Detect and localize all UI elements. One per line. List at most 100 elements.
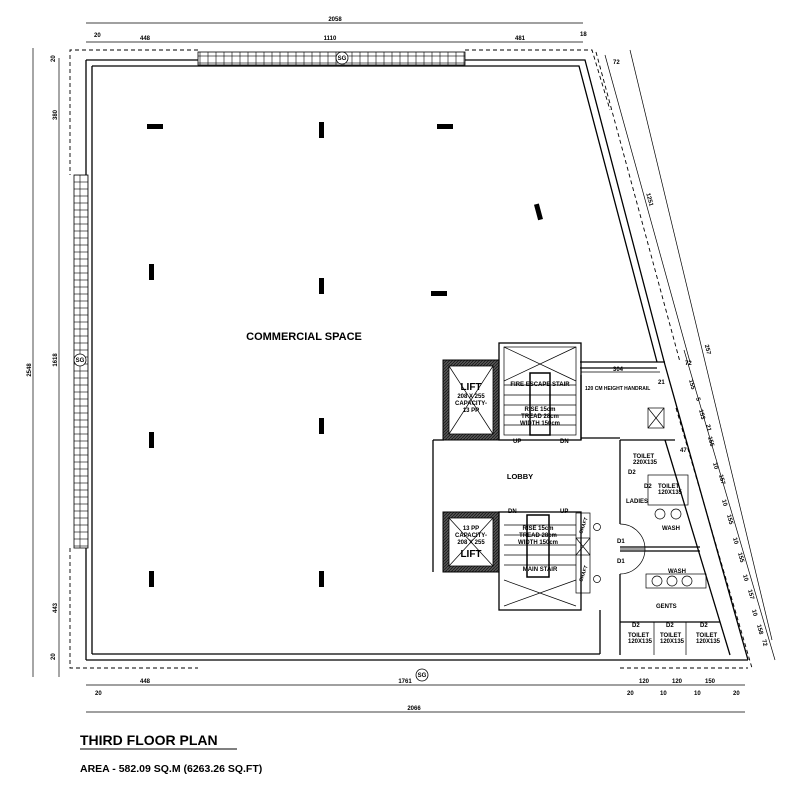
dim: 18	[580, 32, 587, 38]
svg-text:120X135: 120X135	[628, 639, 653, 645]
dim: 448	[140, 36, 151, 42]
svg-text:RISE 15cm: RISE 15cm	[524, 407, 555, 413]
lift-bottom: 13 PP CAPACITY- 208 X 255 LIFT	[442, 511, 500, 573]
column	[149, 264, 154, 280]
svg-text:157: 157	[717, 474, 726, 486]
svg-text:SG: SG	[76, 358, 85, 364]
svg-text:LOBBY: LOBBY	[507, 472, 533, 481]
svg-text:120X135: 120X135	[658, 490, 683, 496]
column	[149, 571, 154, 587]
svg-text:1251: 1251	[644, 193, 653, 208]
svg-text:LIFT: LIFT	[460, 549, 481, 560]
building-walls	[85, 59, 749, 661]
svg-text:WIDTH 150cm: WIDTH 150cm	[518, 540, 558, 546]
svg-text:10: 10	[720, 499, 728, 508]
svg-text:TOILET: TOILET	[658, 484, 680, 490]
fire-escape-stair: FIRE ESCAPE STAIR RISE 15cm TREAD 28cm W…	[498, 342, 582, 445]
svg-text:47: 47	[680, 448, 687, 454]
dim: 20	[94, 33, 101, 39]
right-slant-dimensions: 72 1251 257 72 155 5 153 21 155 10 157 1…	[595, 49, 776, 661]
top-dimensions: 2058 20 448 1110 481 18	[86, 17, 587, 43]
lobby: LOBBY	[432, 439, 533, 572]
svg-text:LADIES: LADIES	[626, 499, 648, 505]
svg-text:157: 157	[746, 589, 755, 601]
left-dimensions: 2548 20 380 1618 443 20	[27, 48, 60, 677]
svg-text:TOILET: TOILET	[696, 633, 718, 639]
outer-boundary	[69, 49, 748, 669]
svg-text:13 PP: 13 PP	[463, 408, 479, 414]
columns	[147, 122, 543, 587]
svg-text:21: 21	[658, 380, 665, 386]
dim: 1110	[324, 36, 337, 42]
svg-text:SG: SG	[418, 673, 427, 679]
sg-marker-top: SG	[335, 51, 349, 65]
column	[431, 291, 447, 296]
svg-text:CAPACITY-: CAPACITY-	[455, 401, 487, 407]
svg-text:10: 10	[660, 691, 667, 697]
sg-marker-bottom: SG	[415, 668, 429, 682]
svg-text:DN: DN	[508, 509, 517, 515]
svg-text:GENTS: GENTS	[656, 604, 677, 610]
column	[149, 432, 154, 448]
column	[319, 571, 324, 587]
commercial-space-label: COMMERCIAL SPACE	[246, 331, 362, 343]
dim: 443	[53, 602, 59, 613]
column	[533, 203, 543, 221]
svg-text:72: 72	[760, 639, 768, 648]
svg-text:D2: D2	[644, 484, 652, 490]
dim-top-total: 2058	[328, 17, 342, 23]
svg-text:120X135: 120X135	[696, 639, 721, 645]
balcony-handrail: 304 120 CM HEIGHT HANDRAIL 21	[580, 367, 665, 440]
svg-text:10: 10	[731, 537, 739, 546]
svg-text:20: 20	[95, 691, 102, 697]
svg-text:CAPACITY-: CAPACITY-	[455, 533, 487, 539]
column	[437, 124, 453, 129]
svg-text:120 CM HEIGHT HANDRAIL: 120 CM HEIGHT HANDRAIL	[585, 386, 650, 392]
svg-text:10: 10	[711, 462, 719, 471]
column	[319, 278, 324, 294]
svg-text:UP: UP	[560, 509, 568, 515]
svg-text:10: 10	[750, 609, 758, 618]
svg-text:TOILET: TOILET	[660, 633, 682, 639]
svg-text:257: 257	[703, 344, 712, 356]
svg-text:WASH: WASH	[662, 526, 680, 532]
dim-left-total: 2548	[27, 363, 33, 377]
svg-text:153: 153	[697, 409, 706, 421]
svg-text:150: 150	[705, 679, 716, 685]
svg-text:120X135: 120X135	[660, 639, 685, 645]
plan-title: THIRD FLOOR PLAN AREA - 582.09 SQ.M (626…	[80, 732, 262, 775]
svg-text:304: 304	[613, 367, 624, 373]
svg-text:D2: D2	[666, 623, 674, 629]
plan-name: THIRD FLOOR PLAN	[80, 732, 218, 748]
shaft-label-top: SHAFT	[578, 517, 589, 535]
column	[147, 124, 163, 129]
shafts: SHAFT SHAFT	[575, 407, 665, 594]
svg-text:155: 155	[725, 514, 734, 526]
svg-text:WIDTH 150cm: WIDTH 150cm	[520, 421, 560, 427]
svg-text:208 X 255: 208 X 255	[457, 540, 485, 546]
svg-text:SG: SG	[338, 56, 347, 62]
svg-text:D2: D2	[700, 623, 708, 629]
svg-text:TOILET: TOILET	[628, 633, 650, 639]
svg-text:D2: D2	[632, 623, 640, 629]
svg-text:448: 448	[140, 679, 151, 685]
svg-text:DN: DN	[560, 439, 569, 445]
svg-text:10: 10	[741, 574, 749, 583]
toilet-block: D1 D1 TOILET 220X135 D2 D2 TOILET 120X13…	[617, 407, 753, 669]
svg-text:2066: 2066	[407, 706, 421, 712]
sg-marker-left: SG	[73, 353, 87, 367]
svg-text:D2: D2	[628, 470, 636, 476]
svg-text:120: 120	[672, 679, 683, 685]
column	[319, 122, 324, 138]
dim: 1618	[53, 353, 59, 367]
svg-text:FIRE ESCAPE STAIR: FIRE ESCAPE STAIR	[510, 382, 570, 388]
svg-text:5: 5	[694, 397, 701, 402]
svg-text:72: 72	[685, 361, 692, 367]
svg-text:MAIN STAIR: MAIN STAIR	[523, 567, 558, 573]
svg-text:TREAD 28cm: TREAD 28cm	[521, 414, 559, 420]
svg-text:TREAD 28cm: TREAD 28cm	[519, 533, 557, 539]
main-stair: DN UP RISE 15cm TREAD 28cm WIDTH 150cm M…	[498, 509, 582, 611]
svg-text:155: 155	[736, 552, 745, 564]
svg-text:13 PP: 13 PP	[463, 526, 479, 532]
